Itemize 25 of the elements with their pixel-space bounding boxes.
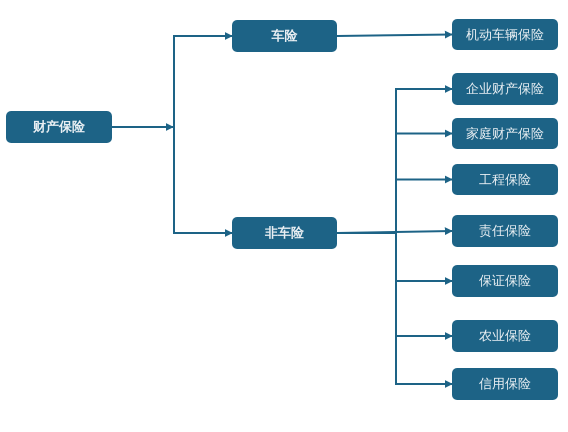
- box-label: 农业保险: [479, 328, 531, 345]
- process-box: [452, 368, 558, 400]
- box-label: 责任保险: [479, 223, 531, 240]
- box-label: 企业财产保险: [466, 81, 544, 98]
- process-box: [452, 19, 558, 50]
- process-box: [452, 320, 558, 352]
- box-label: 家庭财产保险: [466, 126, 544, 142]
- process-box: [232, 217, 337, 249]
- process-box: [452, 215, 558, 247]
- box-label: 保证保险: [479, 273, 531, 290]
- box-label: 机动车辆保险: [466, 26, 544, 44]
- arrow: [336, 30, 453, 39]
- arrow: [112, 123, 174, 131]
- process-box: [452, 73, 558, 105]
- process-box: [6, 111, 112, 143]
- box-label: 信用保险: [479, 376, 531, 393]
- process-box: [452, 118, 558, 149]
- process-box: [452, 164, 558, 195]
- process-box: [452, 265, 558, 297]
- box-label: 车险: [272, 28, 298, 45]
- box-label: 财产保险: [33, 118, 85, 136]
- box-label: 工程保险: [479, 172, 531, 188]
- box-label: 非车险: [265, 224, 304, 242]
- process-box: [232, 20, 337, 52]
- arrow: [337, 232, 453, 388]
